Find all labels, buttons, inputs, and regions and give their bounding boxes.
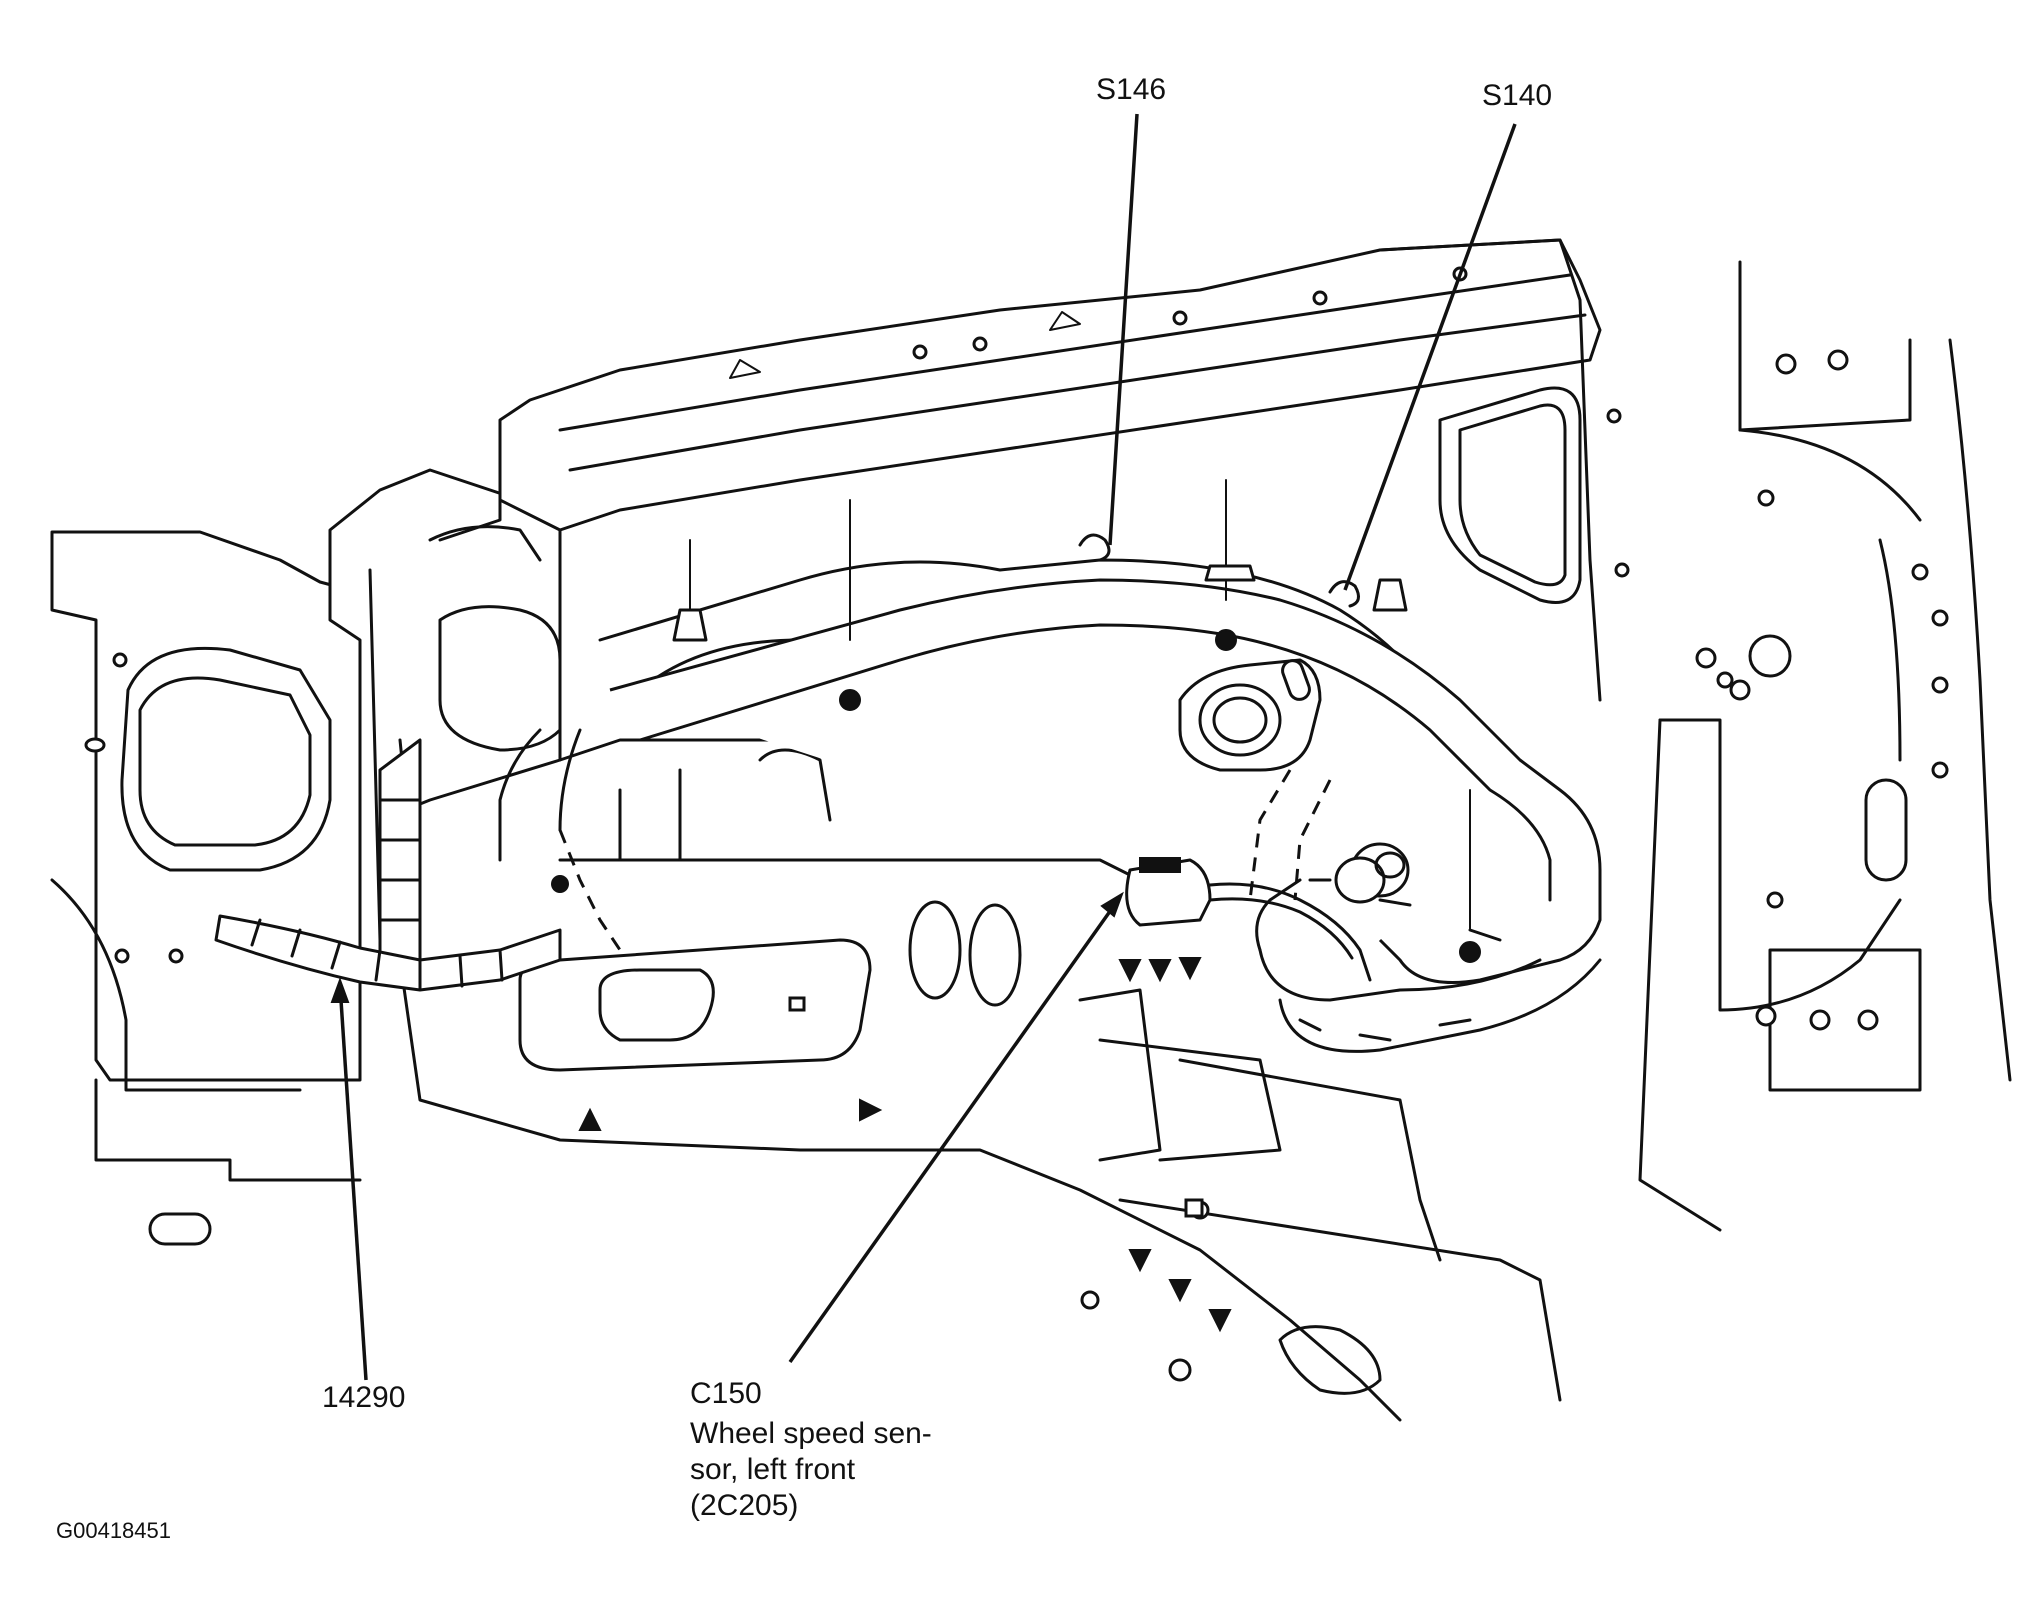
left-front-panel [50,530,362,1246]
figure-id: G00418451 [56,1518,171,1543]
door-pillar-panel [1638,260,2012,1232]
grommet [1178,658,1322,772]
upper-window-panel [1378,238,1630,702]
callout-14290: 14290 [322,1381,406,1414]
splice-markers [1078,533,1361,608]
front-bracket [328,468,562,962]
c150-connector [1125,842,1410,982]
c150-description-line-2: sor, left front [690,1453,856,1486]
harness-14290 [214,728,622,992]
c150-description: Wheel speed sen- sor, left front (2C205) [690,1416,932,1524]
c150-description-line-1: Wheel speed sen- [690,1417,932,1450]
c150-description-line-3: (2C205) [690,1489,799,1522]
callout-s140: S140 [1482,79,1553,112]
upper-rail [438,238,1602,542]
callout-s146: S146 [1096,73,1167,106]
leader-lines [330,113,1517,1381]
sensor-wire-route [1248,769,1332,901]
callout-c150: C150 [690,1377,762,1410]
bolts [551,479,1481,963]
lower-apron [398,900,1562,1422]
harness-conduit [609,578,1602,1053]
